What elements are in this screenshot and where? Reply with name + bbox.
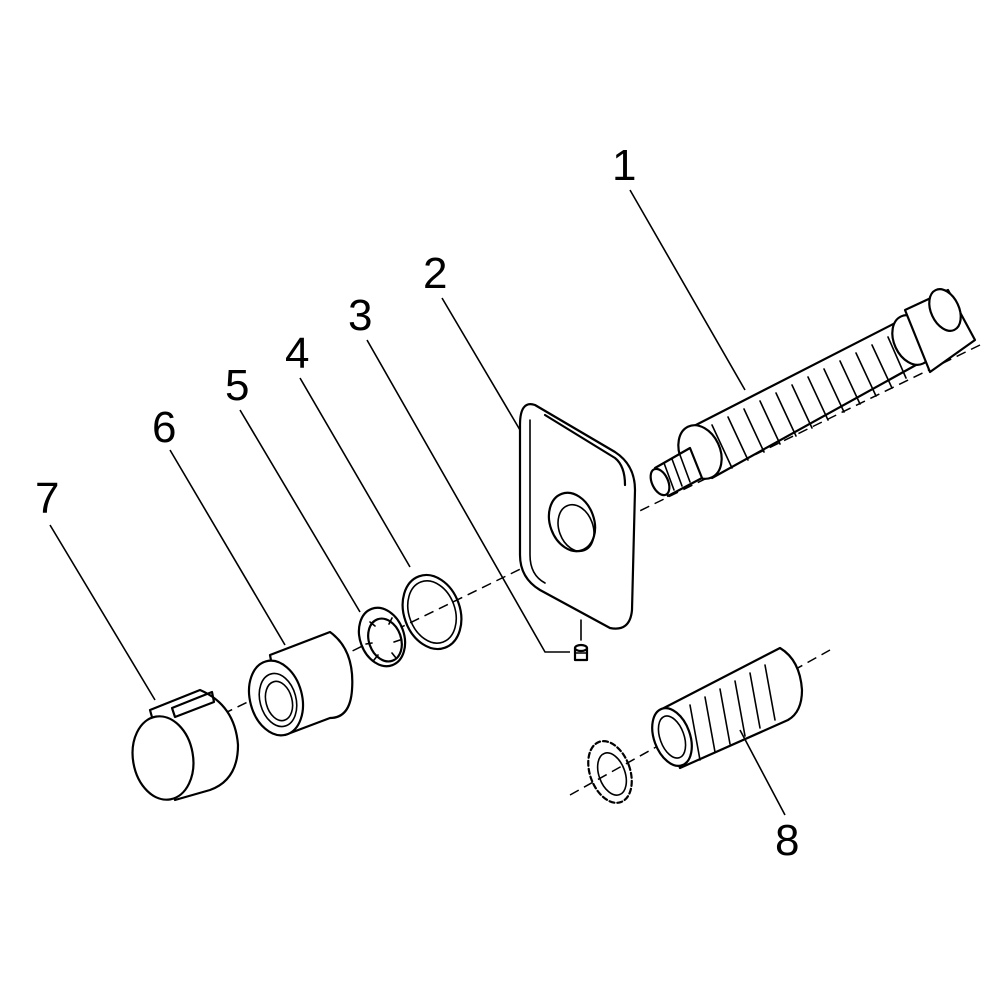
callout-6: 6 bbox=[152, 403, 176, 452]
callout-2: 2 bbox=[423, 249, 447, 298]
callout-8: 8 bbox=[775, 816, 799, 865]
callout-7: 7 bbox=[35, 474, 59, 523]
part-7-handle bbox=[131, 688, 240, 802]
leader-lines bbox=[49, 189, 786, 816]
part-2-cover-plate bbox=[518, 403, 637, 630]
callout-3: 3 bbox=[348, 291, 372, 340]
part-4-o-ring bbox=[401, 573, 463, 651]
callout-4: 4 bbox=[285, 329, 309, 378]
callout-5: 5 bbox=[225, 361, 249, 410]
part-5-spline-ring bbox=[357, 606, 407, 668]
part-1-cartridge bbox=[649, 288, 977, 498]
part-8-extension bbox=[587, 646, 804, 804]
part-6-threaded-sleeve bbox=[247, 630, 354, 737]
part-3-grub-screw bbox=[573, 619, 589, 662]
callout-1: 1 bbox=[612, 141, 636, 190]
